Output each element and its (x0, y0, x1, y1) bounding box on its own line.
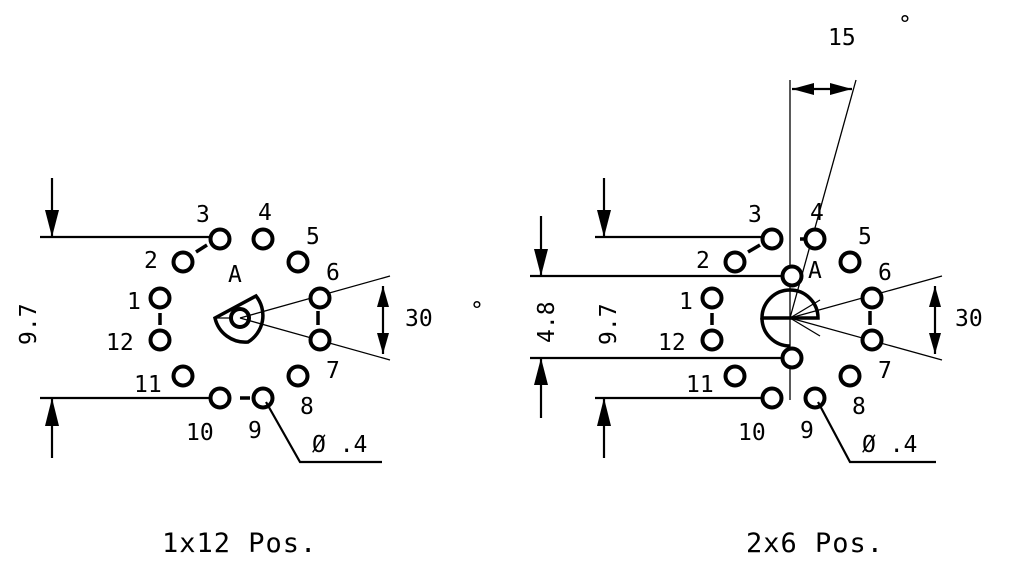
pin-label-3: 3 (196, 202, 210, 228)
pin-label-12: 12 (106, 330, 134, 356)
center-label: A (228, 262, 242, 288)
dim-arrow-top (45, 210, 59, 237)
height-label: 9.7 (16, 303, 42, 345)
offset-angle-label: 15 (828, 25, 856, 51)
pin-label-9: 9 (800, 418, 814, 444)
pin-6 (860, 286, 884, 310)
pin-11 (171, 364, 195, 388)
pin-label-9: 9 (248, 418, 262, 444)
pin-10 (208, 386, 232, 410)
pin-label-10: 10 (186, 420, 214, 446)
dim-arrow-top (597, 210, 611, 237)
offset-arrow-left (792, 83, 814, 95)
pin-label-8: 8 (300, 394, 314, 420)
pin-9 (251, 386, 275, 410)
pin-label-2: 2 (696, 248, 710, 274)
inner-dim-arrow-bottom (534, 358, 548, 385)
pin-4 (803, 227, 827, 251)
caption: 1x12 Pos. (162, 528, 317, 559)
pin-label-6: 6 (326, 260, 340, 286)
pin-9 (803, 386, 827, 410)
center-label: A (808, 258, 822, 284)
pin-2 (723, 250, 747, 274)
left-diagram: 9.7 A 30 ° 1 2 3 4 (16, 178, 484, 559)
pin-3 (208, 227, 232, 251)
pin-1 (148, 286, 172, 310)
diameter-label: Ø .4 (312, 432, 367, 458)
dim-arrow-bottom (45, 398, 59, 426)
pin-12 (148, 328, 172, 352)
pin-label-5: 5 (858, 224, 872, 250)
pin-label-7: 7 (878, 358, 892, 384)
pin-label-11: 11 (686, 372, 714, 398)
pin-label-7: 7 (326, 358, 340, 384)
pin-1 (700, 286, 724, 310)
dim-arrow-bottom (597, 398, 611, 426)
inner-pin-bottom (780, 346, 804, 370)
pin-3 (760, 227, 784, 251)
diameter-leader (817, 401, 936, 464)
pin-6 (308, 286, 332, 310)
right-diagram: 9.7 4.8 15 ° A 30 (530, 12, 983, 559)
height-label: 9.7 (596, 303, 622, 345)
rotor-line (789, 317, 821, 337)
pin-label-3: 3 (748, 202, 762, 228)
pin-label-12: 12 (658, 330, 686, 356)
pin-label-4: 4 (810, 200, 824, 226)
pin-label-8: 8 (852, 394, 866, 420)
pin-label-4: 4 (258, 200, 272, 226)
caption: 2x6 Pos. (746, 528, 884, 559)
pin-label-5: 5 (306, 224, 320, 250)
pin-2 (171, 250, 195, 274)
pin-8 (286, 364, 310, 388)
connector-segment (747, 243, 761, 254)
inner-height-label: 4.8 (534, 301, 560, 343)
pin-8 (838, 364, 862, 388)
angle-arrow-up (377, 286, 389, 307)
degree-mark: ° (470, 298, 484, 324)
pin-label-11: 11 (134, 372, 162, 398)
pin-5 (838, 250, 862, 274)
connector-segment (195, 243, 208, 254)
pin-label-10: 10 (738, 420, 766, 446)
angle-arrow-up (929, 286, 941, 307)
inner-dim-arrow-top (534, 249, 548, 276)
angle-arrow-down (377, 333, 389, 354)
pin-label-1: 1 (679, 289, 693, 315)
diameter-leader (265, 401, 382, 464)
pin-5 (286, 250, 310, 274)
diameter-label: Ø .4 (862, 432, 917, 458)
pin-label-2: 2 (144, 248, 158, 274)
pin-12 (700, 328, 724, 352)
pin-4 (251, 227, 275, 251)
offset-arrow-right (830, 83, 852, 95)
rotor-lower-arc (760, 317, 791, 348)
rotor-shape (212, 293, 265, 344)
pin-11 (723, 364, 747, 388)
pin-label-1: 1 (127, 289, 141, 315)
offset-degree-mark: ° (898, 12, 912, 38)
pin-label-6: 6 (878, 260, 892, 286)
angle-label: 30 (405, 306, 433, 332)
rotor-line (789, 299, 821, 319)
inner-pin-top (780, 264, 804, 288)
angle-arrow-down (929, 333, 941, 354)
pin-7 (308, 328, 332, 352)
pin-7 (860, 328, 884, 352)
angle-label: 30 (955, 306, 983, 332)
pin-10 (760, 386, 784, 410)
